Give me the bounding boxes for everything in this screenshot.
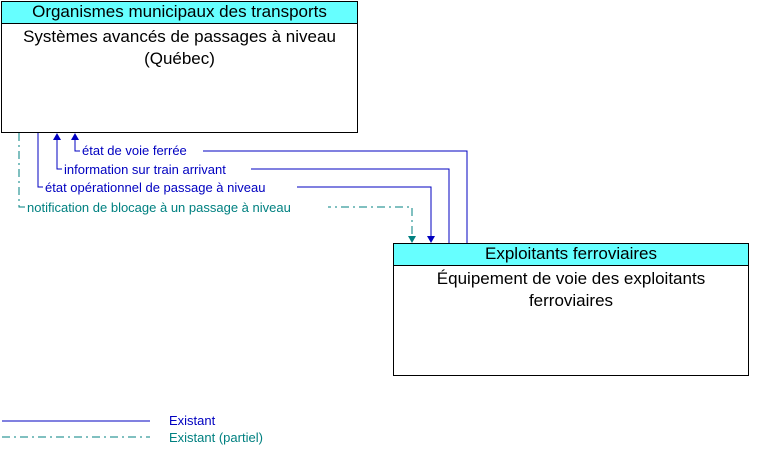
flow-label: état opérationnel de passage à niveau (45, 180, 265, 195)
flow-etat-voie[interactable]: état de voie ferrée (71, 133, 468, 243)
flow-information-train[interactable]: information sur train arrivant (53, 133, 450, 243)
flow-notification-blocage[interactable]: notification de blocage à un passage à n… (18, 133, 416, 243)
flow-label: notification de blocage à un passage à n… (27, 200, 291, 215)
target-element-box[interactable]: Exploitants ferroviaires Équipement de v… (393, 243, 749, 376)
legend-partial-label: Existant (partiel) (169, 430, 263, 445)
flow-label: état de voie ferrée (82, 143, 187, 158)
arrow-up-icon (71, 133, 79, 140)
arrow-down-icon (427, 236, 435, 243)
source-element-title: Systèmes avancés de passages à niveau (Q… (23, 27, 336, 68)
flow-label: information sur train arrivant (64, 162, 226, 177)
target-element-title: Équipement de voie des exploitants ferro… (436, 269, 706, 310)
arrow-up-icon (53, 133, 61, 140)
flow-etat-operationnel[interactable]: état opérationnel de passage à niveau (37, 133, 435, 243)
legend-existing-label: Existant (169, 413, 216, 428)
source-element-box[interactable]: Organismes municipaux des transports Sys… (1, 1, 358, 133)
source-element-header: Organismes municipaux des transports (2, 2, 357, 24)
target-element-header: Exploitants ferroviaires (394, 244, 748, 266)
arrow-down-icon (408, 236, 416, 243)
